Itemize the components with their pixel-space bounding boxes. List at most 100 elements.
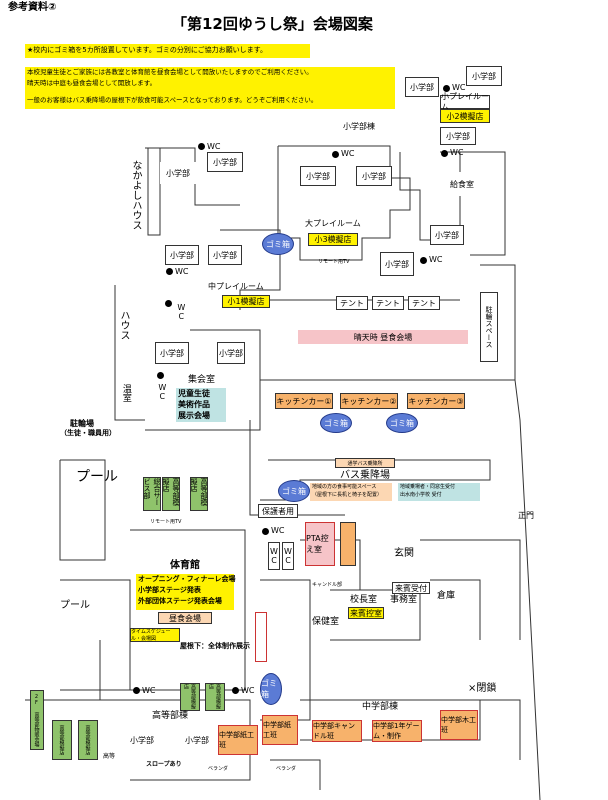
wc-label-10: WC: [142, 686, 156, 695]
room-elem-j: 小学部: [165, 245, 199, 265]
slope-label: スロープあり: [146, 761, 182, 768]
room-elem-d: 小学部: [207, 152, 243, 172]
nakayoshi-house: なかよしハウス: [130, 160, 141, 230]
kotou-shop-2f: 2F 高等部物販会場: [30, 690, 44, 750]
lunch-fine-area: 晴天時 昼食会場: [298, 330, 468, 344]
kitchen-car-2[interactable]: キッチンカー②: [340, 393, 398, 409]
trash-bin-5: ゴミ箱: [260, 673, 282, 705]
info-notice-box: 本校児童生徒とご家族には各教室と体育館を昼食会場として開放いたしますのでご利用く…: [25, 67, 395, 109]
bus-note-2: 地域の方の食事可能スペース: [312, 484, 377, 490]
kocho-label: 校長室: [350, 595, 378, 605]
hokensha-label: 保護者用: [258, 504, 298, 518]
wc-dot-7: [165, 300, 172, 307]
wc-dot-11: [232, 687, 239, 694]
tent-1[interactable]: テント: [336, 296, 368, 310]
wc-label-4: WC: [341, 149, 355, 158]
kotou-room-b: 高等部模擬店: [190, 477, 208, 511]
stage-line-2: 小学部ステージ発表: [138, 586, 201, 594]
wc-room-b: WC: [282, 542, 294, 570]
wc-dot-2: [441, 150, 448, 157]
elem-building-label: 小学部棟: [343, 122, 375, 131]
room-elem-g: 小学部: [356, 166, 392, 186]
genkan-label: 玄関: [394, 548, 414, 559]
onshitsu-label: 温室: [120, 384, 131, 402]
chugakubutou-label: 中学部棟: [362, 702, 399, 712]
time-sched: タイムスケジュール・会場図: [130, 628, 180, 642]
beranda-2: ベランダ: [276, 766, 297, 772]
beranda-1: ベランダ: [208, 766, 229, 772]
shop-elem3: 小3模擬店: [308, 233, 358, 246]
room-kopurei: 小プレイルーム: [440, 92, 490, 112]
wc-dot-3: [198, 143, 205, 150]
remote-tv-2: リモート用TV: [150, 519, 182, 525]
wc-dot-4: [332, 151, 339, 158]
wc-room-a: WC: [268, 542, 280, 570]
kotou-shop-d: 高等部模擬店: [78, 720, 98, 760]
room-elem-l: 小学部: [155, 342, 189, 364]
room-elem-f: 小学部: [300, 166, 336, 186]
wc-dot-10: [133, 687, 140, 694]
pta-room: PTA控え室: [305, 522, 335, 566]
service-room: 総合サービス部: [143, 477, 161, 511]
kitchen-car-1[interactable]: キッチンカー①: [275, 393, 333, 409]
pool-label-2: プール: [60, 600, 90, 611]
exhibit-box: 児童生徒 美術作品 展示会場: [176, 388, 226, 422]
note-room: [340, 522, 356, 566]
chiiki-box: 地域乗場者・同窓生受付 出水南小学校 受付: [398, 483, 480, 501]
bus-note-3: （屋根下に長机と椅子を配置）: [312, 492, 383, 498]
candle-label: キャンドル部: [312, 582, 343, 588]
wc-label-8: WC: [157, 383, 167, 401]
kotoubutou-label: 高等部棟: [152, 711, 189, 721]
kotou-room-a: 高等部模擬店: [162, 477, 180, 511]
room-elem-m: 小学部: [217, 342, 245, 364]
wc-dot-8: [157, 372, 164, 379]
chu-candle: 中学部キャンドル班: [312, 720, 362, 742]
shukai-label: 集会室: [188, 375, 216, 385]
seimon-label: 正門: [518, 511, 534, 520]
tent-2[interactable]: テント: [372, 296, 404, 310]
wc-label-9: WC: [271, 526, 285, 535]
shop-elem1: 小1模擬店: [222, 295, 270, 308]
room-elem-e: 小学部: [160, 162, 196, 184]
bus-note-box: 地域の方の食事可能スペース （屋根下に長机と椅子を配置）: [310, 483, 392, 501]
kyushoku-room: 給食室: [440, 172, 484, 196]
ref-label: 参考資料②: [8, 2, 57, 13]
jimu-label: 事務室: [390, 595, 418, 605]
hoken-label: 保健室: [312, 617, 340, 627]
house-label: ハウス: [118, 310, 129, 340]
chu-mokko: 中学部木工班: [440, 710, 478, 740]
shop-elem2: 小2模擬店: [440, 109, 490, 123]
info-line-2: 晴天時は中庭も昼食会場として開放します。: [27, 79, 157, 87]
wc-dot-6: [166, 268, 173, 275]
wc-label-11: WC: [241, 686, 255, 695]
room-elem-o: 小学部: [183, 732, 211, 748]
trash-bin-2: ゴミ箱: [320, 413, 352, 433]
page-title: 「第12回ゆうし祭」会場図案: [172, 15, 373, 33]
wc-label-7: WC: [176, 303, 186, 321]
wc-dot-9: [262, 528, 269, 535]
gym-lunch: 昼食会場: [158, 612, 212, 624]
info-line-1: 本校児童生徒とご家族には各教室と体育館を昼食会場として開放いたしますのでご利用く…: [27, 68, 313, 76]
oopurei-label: 大プレイルーム: [305, 219, 361, 228]
kotou-shop-b: 高等部模擬店: [205, 683, 225, 711]
tent-3[interactable]: テント: [408, 296, 440, 310]
remote-tv-1: リモート用TV: [318, 259, 350, 265]
room-elem-k: 小学部: [208, 245, 242, 265]
bus-label: バス乗降場: [340, 470, 390, 481]
gym-label: 体育館: [170, 560, 200, 571]
wc-label-2: WC: [450, 148, 464, 157]
chu-game: 中学部1年ゲーム・制作: [372, 720, 422, 742]
churinjo-sub: （生徒・職員用）: [60, 429, 116, 437]
pool-label-1: プール: [76, 469, 118, 485]
bus-note-1: 通学バス乗降所: [335, 458, 395, 468]
kitchen-car-3[interactable]: キッチンカー③: [407, 393, 465, 409]
soko-label: 倉庫: [437, 591, 456, 601]
chu-shiko-b: 中学部紙工班: [218, 725, 258, 755]
raihin-reception: 来賓受付: [392, 582, 430, 594]
kotou-shop-c: 高等部模擬店: [52, 720, 72, 760]
trash-bin-1: ゴミ箱: [262, 233, 294, 255]
heisa-label: ×閉鎖: [468, 683, 497, 694]
stage-line-1: オープニング・フィナーレ会場: [138, 575, 236, 583]
wc-label-3: WC: [207, 142, 221, 151]
